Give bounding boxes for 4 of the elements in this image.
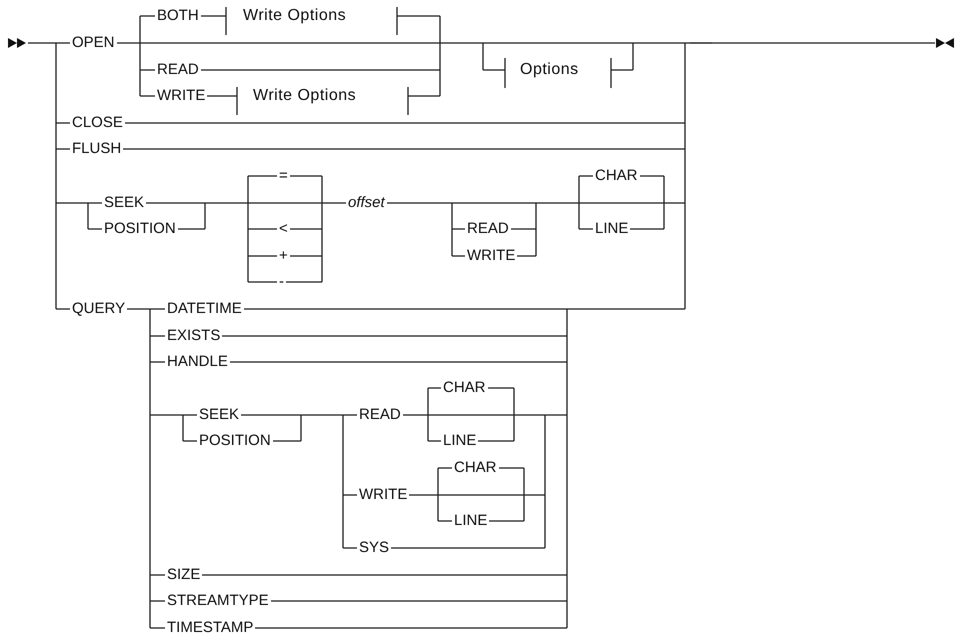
fragment-reference: Write Options [251,88,358,104]
fragment-reference: Write Options [241,8,348,24]
fragment-reference: Options [518,62,581,78]
keyword: QUERY [70,301,128,317]
